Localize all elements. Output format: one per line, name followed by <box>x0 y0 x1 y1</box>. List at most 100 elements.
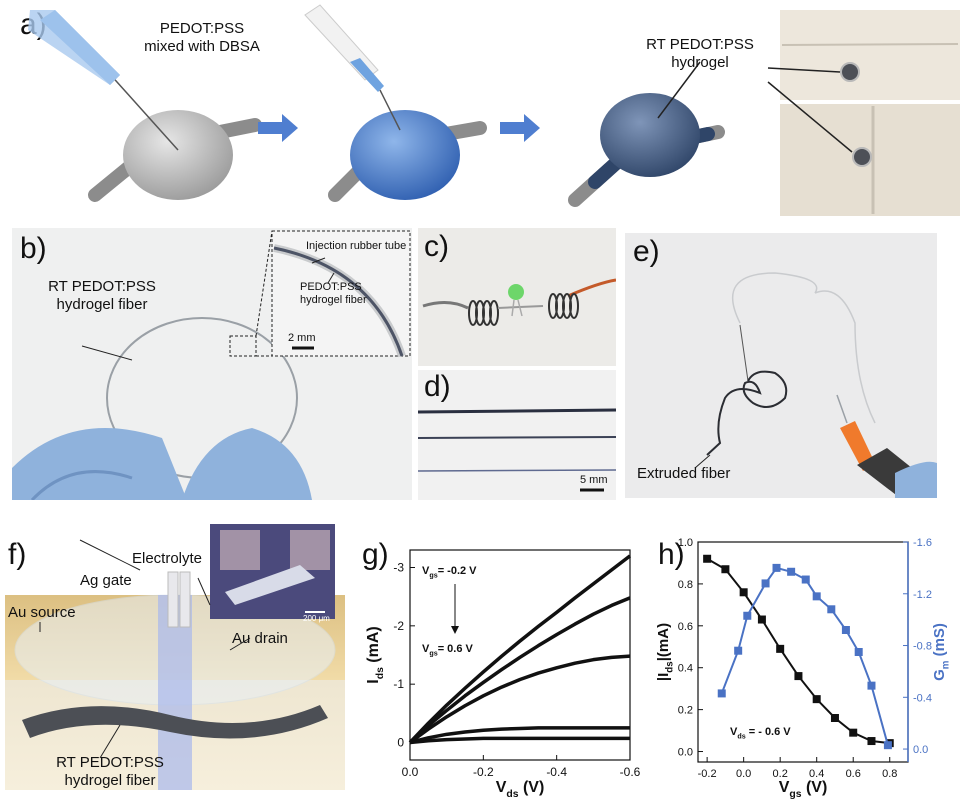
series-2-point <box>734 646 743 655</box>
series-1-point <box>703 554 712 563</box>
label-pedot-dbsa: PEDOT:PSS mixed with DBSA <box>132 20 272 56</box>
series-line-4 <box>409 726 630 745</box>
label-fiber-line2: hydrogel fiber <box>56 296 148 313</box>
annotation-vgs-bottom: Vgs= 0.6 V <box>422 643 474 657</box>
series-line-3 <box>408 654 631 744</box>
x-tick-label: 0.6 <box>846 768 861 780</box>
x-tick-label: -0.6 <box>620 765 641 779</box>
series-line-2 <box>408 596 631 744</box>
panel-e-label: e) <box>633 235 660 268</box>
label-rt-line2: hydrogel <box>671 54 729 71</box>
stage-2-droplet <box>304 4 487 202</box>
series-2-point <box>743 611 752 620</box>
panel-d-label: d) <box>424 370 451 403</box>
y-axis-label: Ids (mA) <box>365 626 386 683</box>
stage-3-droplet <box>568 93 725 207</box>
series-1-point <box>721 565 730 574</box>
series-2-point <box>827 605 836 614</box>
annotation-vgs-top: Vgs= -0.2 V <box>422 565 477 579</box>
y-tick-label: 1.0 <box>678 537 693 549</box>
series-1-point <box>757 615 766 624</box>
y2-axis-label: Gm (mS) <box>931 623 952 681</box>
series-2-point <box>761 579 770 588</box>
label-inset-fiber: PEDOT:PSS hydrogel fiber <box>300 281 367 307</box>
arrow-icon <box>500 114 540 142</box>
panel-d: d) 5 mm <box>418 370 616 500</box>
x-tick-label: -0.2 <box>698 768 717 780</box>
panel-a: a) <box>0 0 966 225</box>
series-1-point <box>739 588 748 597</box>
y-tick-label: 0.8 <box>678 579 693 591</box>
y2-tick-label: -1.6 <box>913 537 932 549</box>
y2-tick-label: -0.4 <box>913 692 932 704</box>
panel-h-label: h) <box>658 538 685 571</box>
y-tick-label: 0.4 <box>678 663 693 675</box>
panel-b-label: b) <box>20 232 47 265</box>
series-1-point <box>849 728 858 737</box>
series-1-point <box>830 714 839 722</box>
panel-g-label: g) <box>362 538 389 571</box>
panel-b-photo <box>12 230 411 500</box>
y-tick-label: -1 <box>393 677 404 691</box>
plot-frame <box>409 549 631 761</box>
x-tick-label: -0.2 <box>473 765 494 779</box>
x-tick-label: -0.4 <box>546 765 567 779</box>
series-2-point <box>787 567 796 576</box>
scale-bar-label: 5 mm <box>580 474 608 486</box>
series-2-point <box>854 648 863 656</box>
y-tick-label: 0.0 <box>678 747 693 759</box>
label-fiber: RT PEDOT:PSS hydrogel fiber <box>32 278 172 314</box>
series-2-point <box>883 741 892 750</box>
x-axis-label: Vds (V) <box>496 779 545 800</box>
series-1-point <box>867 737 876 746</box>
label-f-fiber-line1: RT PEDOT:PSS <box>56 754 164 771</box>
panel-c-photo <box>422 278 616 326</box>
annotation-arrow-head <box>451 626 459 634</box>
series-2-point <box>867 681 876 690</box>
label-injection-tube: Injection rubber tube <box>306 240 407 252</box>
series-2-point <box>812 592 821 601</box>
series-2-point <box>841 626 850 634</box>
panel-f-illustration <box>5 524 345 790</box>
pointer-line <box>657 61 701 119</box>
y-tick-label: 0.2 <box>678 705 693 717</box>
panel-b: b) RT PEDOT:PSS hydrogel fiber Injection… <box>12 228 412 500</box>
label-pedot-line1: PEDOT:PSS <box>159 20 245 37</box>
series-2-point <box>717 689 726 698</box>
series-2-point <box>772 563 781 572</box>
y-tick-label: -3 <box>393 561 404 575</box>
label-f-fiber: RT PEDOT:PSS hydrogel fiber <box>40 754 180 790</box>
label-ag-gate: Ag gate <box>80 572 132 589</box>
label-au-drain: Au drain <box>232 630 288 647</box>
label-au-source: Au source <box>8 604 76 621</box>
series-1-point <box>794 672 803 681</box>
label-inset-fiber-line1: PEDOT:PSS <box>300 281 362 293</box>
y2-tick-label: -0.8 <box>913 641 932 653</box>
x-axis-label: Vgs (V) <box>779 779 828 800</box>
x-tick-label: 0.0 <box>402 765 419 779</box>
series-line-1 <box>408 554 632 744</box>
y-tick-label: 0 <box>397 736 404 750</box>
x-tick-label: 0.2 <box>773 768 788 780</box>
photo-hydrogel <box>767 10 960 216</box>
label-rt-hydrogel: RT PEDOT:PSS hydrogel <box>620 36 780 72</box>
series-line-5 <box>409 736 630 745</box>
label-extruded-fiber: Extruded fiber <box>637 465 731 482</box>
panel-a-illustration <box>28 4 960 216</box>
y-axis-label: |Ids|(mA) <box>655 623 676 681</box>
label-inset-fiber-line2: hydrogel fiber <box>300 294 367 306</box>
panel-c-label: c) <box>424 230 449 263</box>
x-tick-label: 0.0 <box>736 768 751 780</box>
annotation-vds: Vds = - 0.6 V <box>730 726 791 740</box>
label-f-fiber-line2: hydrogel fiber <box>64 772 156 789</box>
series-1-point <box>812 695 821 704</box>
y-tick-label: 0.6 <box>678 621 693 633</box>
panel-e-photo <box>694 272 937 498</box>
label-electrolyte: Electrolyte <box>132 550 203 567</box>
y2-tick-label: -1.2 <box>913 589 932 601</box>
x-tick-label: 0.8 <box>882 768 897 780</box>
